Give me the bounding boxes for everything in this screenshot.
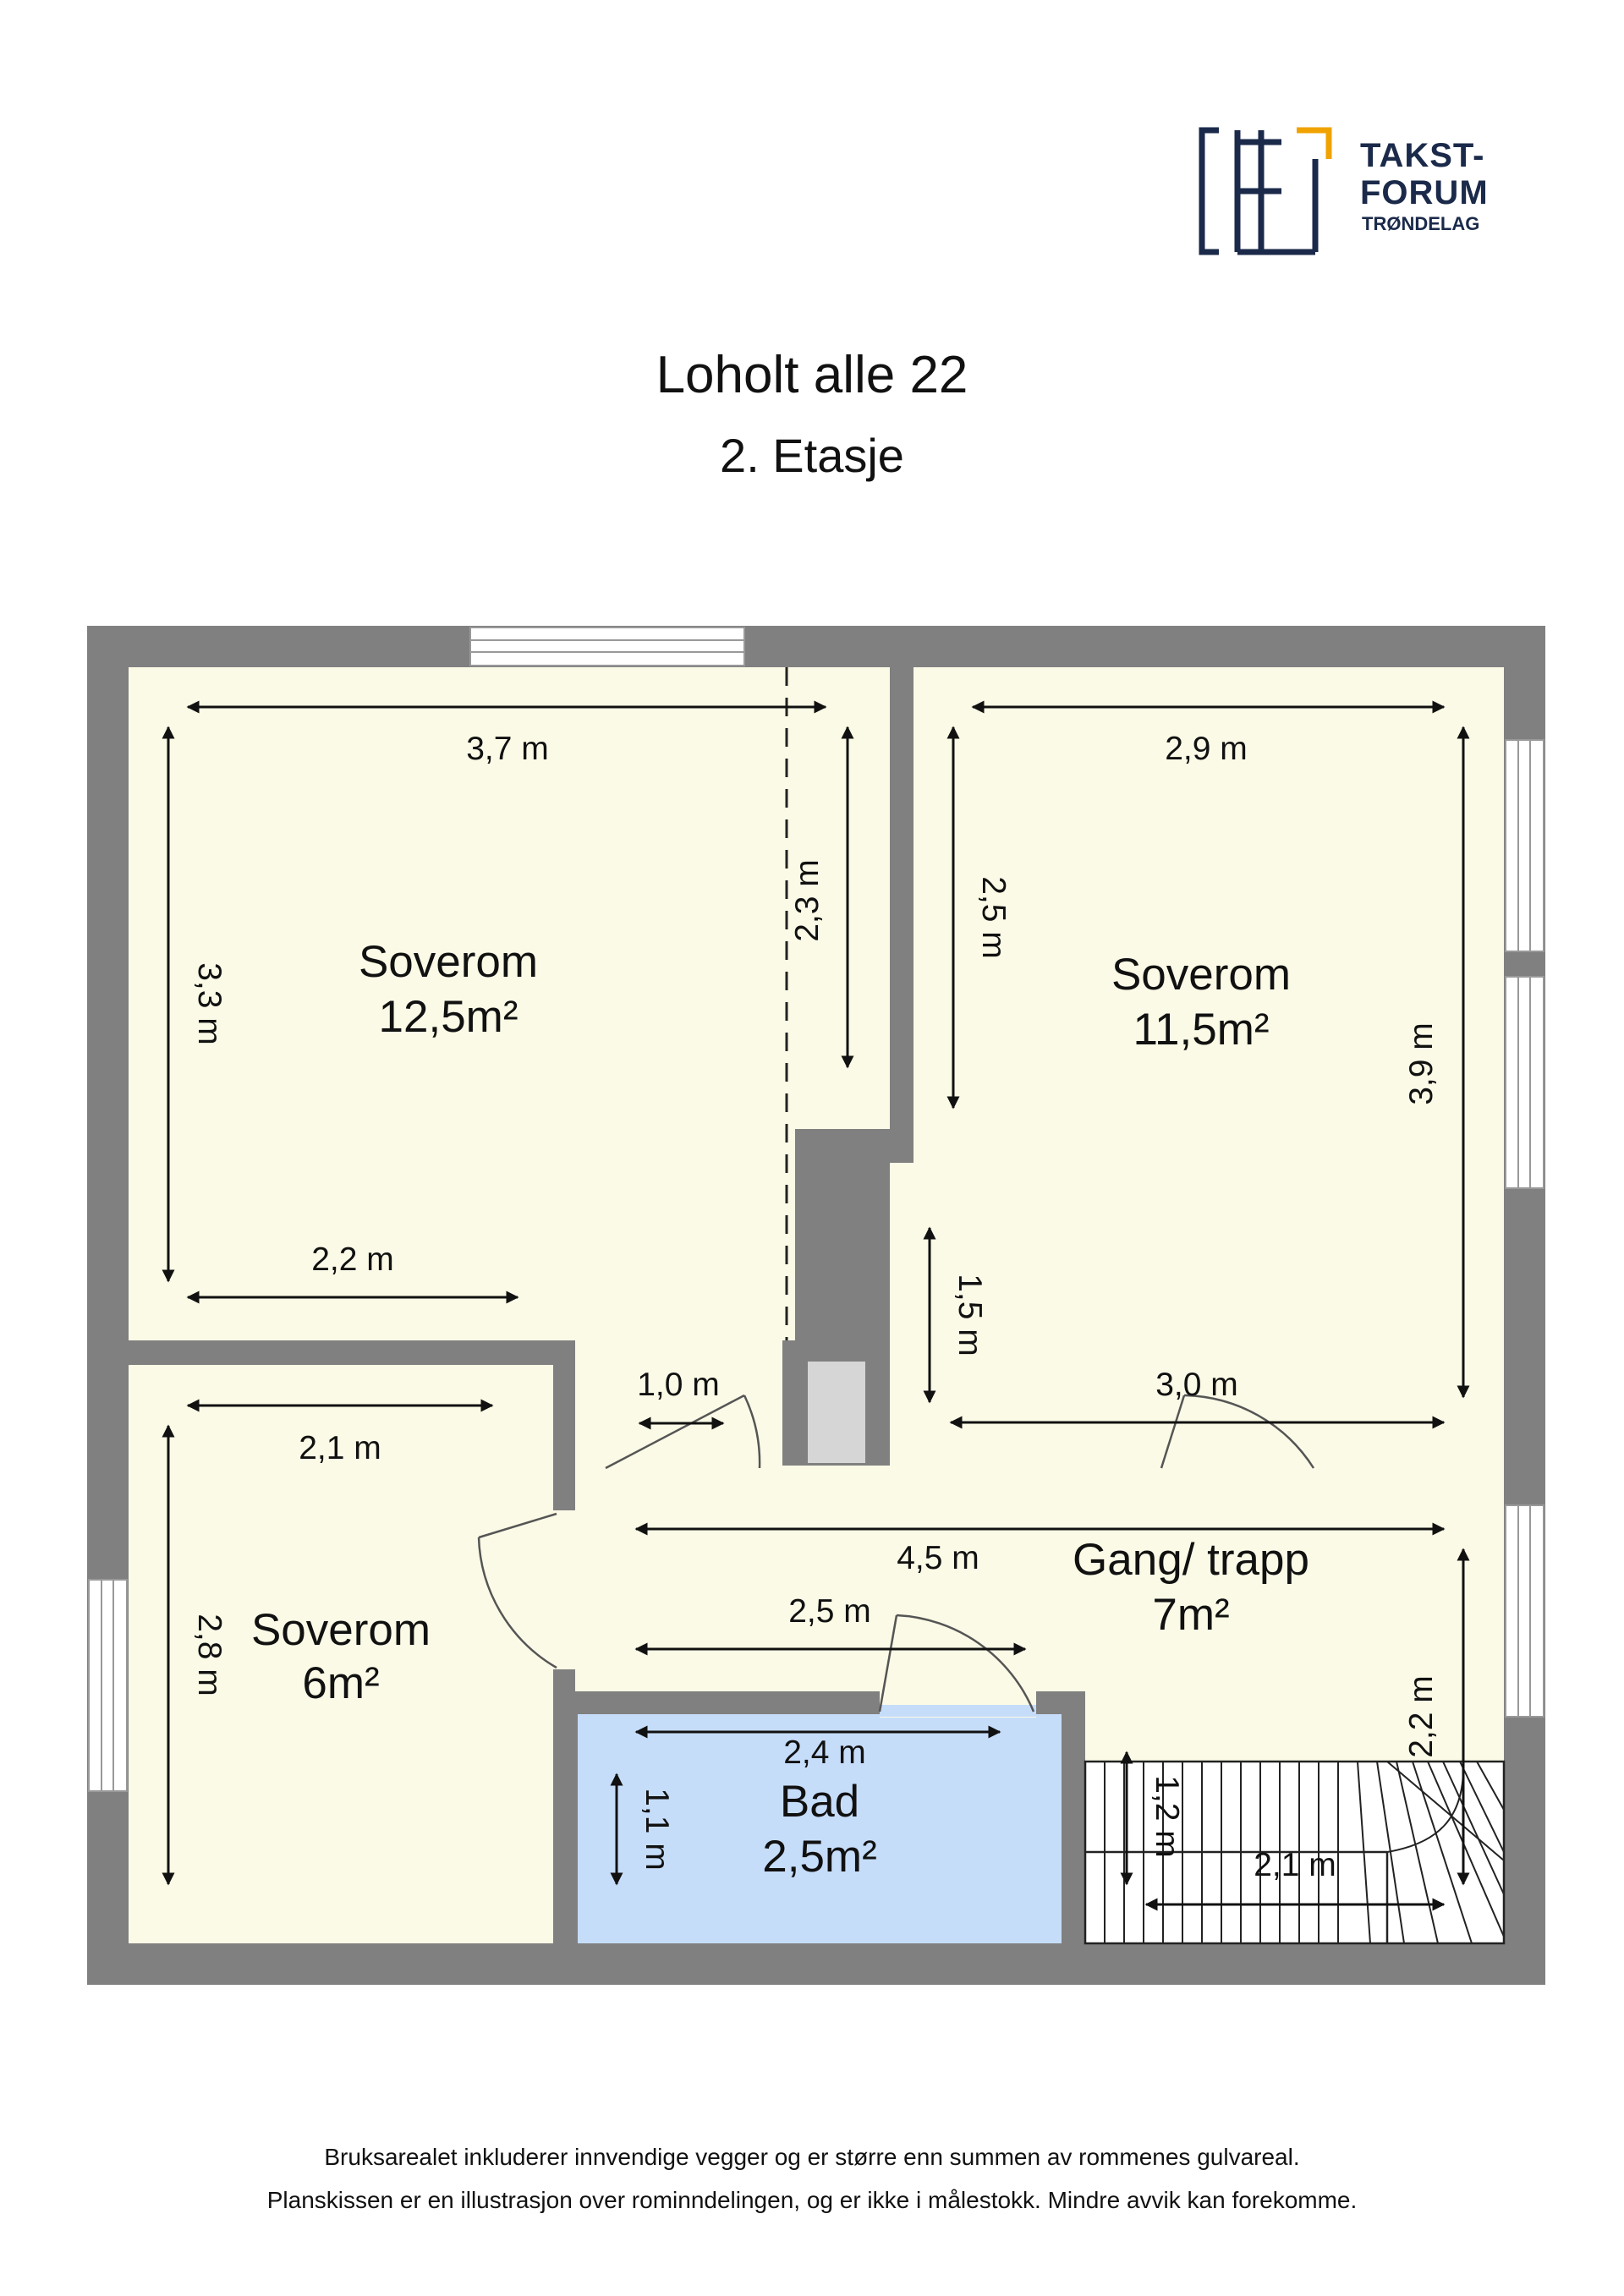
page-title: Loholt alle 22 [656,346,968,404]
dim-bad-width: 2,4 m [783,1734,866,1771]
dim-s2-bottom: 3,0 m [1155,1367,1238,1403]
room-label-soverom-3: Soverom [251,1605,431,1655]
logo-text-takst: TAKST- [1360,137,1485,174]
logo-text-trondelag: TRØNDELAG [1362,213,1480,234]
dim-bad-height: 1,1 m [639,1788,675,1871]
staircase [1084,1760,1506,1945]
room-soverom-2 [890,667,1504,1466]
room-soverom-1 [129,667,890,1466]
takstforum-logo: TAKST- FORUM TRØNDELAG [1197,125,1518,260]
bad-door-gap [880,1705,1036,1717]
shaft [808,1362,865,1463]
room-area-bad: 2,5m² [762,1832,876,1882]
dim-s1-bottom: 2,2 m [311,1241,394,1278]
room-label-gang: Gang/ trapp [1073,1535,1309,1585]
logo-mark-icon [1199,127,1332,255]
dim-s1-width: 3,7 m [466,731,549,767]
dim-gang-lower: 2,5 m [788,1593,871,1630]
room-area-gang: 7m² [1152,1590,1229,1640]
room-area-soverom-1: 12,5m² [379,992,518,1042]
dim-s3-height: 2,8 m [191,1614,228,1696]
room-label-soverom-2: Soverom [1111,950,1291,1000]
dim-s3-width: 2,1 m [299,1430,381,1466]
dim-stair-height: 1,2 m [1149,1775,1185,1858]
room-area-soverom-3: 6m² [302,1658,379,1708]
room-soverom-3 [129,1365,553,1943]
logo-text-forum: FORUM [1360,174,1489,211]
dim-s2-lower: 1,5 m [952,1274,988,1356]
footer-note-1: Bruksarealet inkluderer innvendige vegge… [324,2144,1300,2170]
dim-gang-height: 2,2 m [1403,1675,1440,1758]
room-area-soverom-2: 11,5m² [1133,1005,1269,1055]
dim-s2-height-upper: 2,5 m [975,876,1012,959]
dim-s2-width: 2,9 m [1165,731,1248,767]
dim-s1-height: 3,3 m [191,962,228,1045]
dimension-lines [162,700,1470,1911]
dim-s2-height: 3,9 m [1403,1022,1440,1105]
footer-note-2: Planskissen er en illustrasjon over romi… [266,2187,1358,2213]
dim-gang-width: 4,5 m [897,1540,979,1576]
room-bad [578,1714,1062,1943]
floor-subtitle: 2. Etasje [720,429,904,482]
dim-stair-width: 2,1 m [1254,1847,1336,1883]
room-label-bad: Bad [780,1777,859,1827]
dim-s1-alcove: 2,3 m [789,859,826,942]
dim-s1-door: 1,0 m [637,1367,720,1403]
windows [88,627,1544,1792]
room-label-soverom-1: Soverom [359,937,538,987]
